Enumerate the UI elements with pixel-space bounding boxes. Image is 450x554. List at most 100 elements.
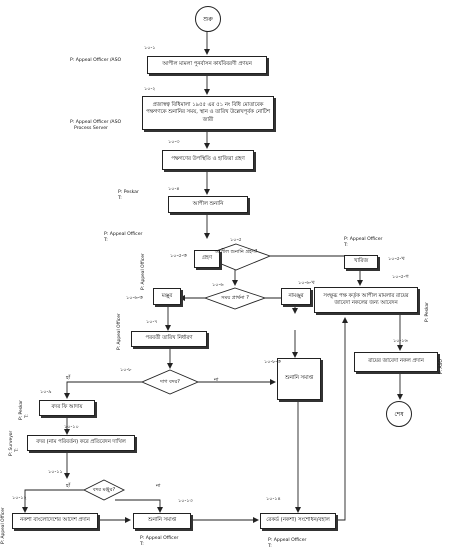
step-s12: ১০-১২ (12, 495, 27, 501)
process-b13: শুনানি সমাপ্ত (133, 513, 191, 529)
step-s5k: ১০-৫-ক (170, 253, 187, 259)
role-r5b: T: (344, 243, 348, 248)
step-s13: ১০-১৩ (178, 498, 193, 504)
role-r9b: T: (25, 414, 30, 418)
decision-d8-shape (140, 369, 200, 395)
step-s6kh: ১০-৬-খ (298, 280, 315, 286)
decision-d8-text: দাগ বদর? (160, 379, 180, 385)
step-s4: ১০-৪ (168, 186, 180, 192)
process-b8k-text: শুনানি সমাপ্ত (285, 375, 313, 382)
process-b16-text: রায়ের জাবেদা নকল প্রদান (368, 358, 424, 365)
process-b11k-text: নকশা বাংলোদেশের আদেশ প্রদান (20, 517, 90, 524)
step-s5kh: ১০-৫-খ (388, 256, 405, 262)
process-b6k-text: মঞ্জুর (161, 292, 173, 299)
process-b3: পক্ষগণের উপস্থিতি ও হাজিরা গ্রহণ (162, 150, 254, 170)
process-b1: আপীল মামলা পুনর্বাসন কার্যবিবরণী প্রণয়ন (147, 56, 267, 74)
decision-d8: দাগ বদর? (148, 379, 192, 386)
step-s5: ১০-৫ (230, 237, 242, 243)
role-r10a: P: Surveyor (9, 430, 14, 456)
decision-d6-text: সময় প্রার্থনা ? (221, 295, 249, 301)
step-s3: ১০-৩ (168, 139, 180, 145)
process-b11k: নকশা বাংলোদেশের আদেশ প্রদান (12, 513, 98, 529)
start-label: শুরু (203, 15, 213, 23)
decision-d6: সময় প্রার্থনা ? (205, 295, 265, 302)
role-r10b: T: (15, 448, 20, 452)
step-s1: ১০-১ (144, 45, 156, 51)
role-r2a: P: Appeal Officer /ASO (70, 120, 122, 125)
decision-d5: আপীল শুনানি গ্রহণ? (214, 249, 258, 256)
role-r6k: P: Appeal Officer (141, 253, 146, 290)
branch-yes-d11: হাঁ (66, 483, 71, 489)
step-s11: ১০-১১ (48, 469, 63, 475)
process-b3-text: পক্ষগণের উপস্থিতি ও হাজিরা গ্রহণ (171, 156, 245, 163)
role-r4a: P: Appeal Officer (104, 232, 143, 237)
process-b8k: শুনানি সমাপ্ত (277, 358, 321, 400)
arrow-d8-b9 (64, 381, 142, 399)
process-b6k: মঞ্জুর (153, 288, 181, 305)
arrow-d11-b13 (115, 499, 163, 513)
process-b13-text: শুনানি সমাপ্ত (148, 517, 176, 524)
process-b5g-text: সংক্ষুব্ধ পক্ষ কর্তৃক আপীল মামলার রায়ের… (323, 292, 409, 306)
arrow-b14-b5g (335, 317, 348, 521)
role-r14b: T: (268, 544, 272, 549)
decision-d6-shape (203, 287, 267, 310)
process-b2: প্রজাস্বত্ব বিধিমালা ১৯৫৫ এর ৫১ নং বিধি … (142, 96, 274, 130)
process-b2-text: প্রজাস্বত্ব বিধিমালা ১৯৫৫ এর ৫১ নং বিধি … (146, 102, 270, 123)
process-b7: পরবর্তী তারিখ নির্ধারণ (131, 331, 207, 347)
branch-yes-d8: হাঁ (66, 375, 71, 381)
step-s9: ১০-৯ (40, 389, 52, 395)
process-b4-text: আপীল শুনানি (192, 200, 224, 207)
branch-no-d11: না (156, 483, 161, 489)
role-r13b: T: (140, 542, 144, 547)
process-b1-text: আপীল মামলা পুনর্বাসন কার্যবিবরণী প্রণয়ন (162, 61, 252, 68)
process-b5kh-text: খারিজ (353, 258, 369, 265)
step-s5g: ১০-৫-গ (392, 274, 409, 280)
step-s2: ১০-২ (144, 86, 156, 92)
role-r16: P: ASO (439, 359, 444, 374)
role-r14a: P: Appeal Officer (268, 538, 307, 543)
role-r4b: T: (104, 238, 108, 243)
branch-no-d8: না (214, 377, 219, 383)
end-node: শেষ (386, 401, 412, 427)
step-s8: ১০-৮ (120, 367, 132, 373)
step-s16: ১০-১৬ (393, 338, 408, 344)
process-b4: আপীল শুনানি (168, 196, 248, 213)
step-s14: ১০-১৪ (266, 496, 281, 502)
step-s8k: ১০-৮-ক (264, 359, 281, 365)
role-r13a: P: Appeal Officer (140, 536, 179, 541)
role-r1: P: Appeal Officer /ASO (70, 58, 122, 63)
start-node: শুরু (195, 6, 221, 32)
process-b9-text: বদর ফি আদায় (51, 404, 83, 411)
process-b10-text: বদর (নাম পরিবর্তন) করে প্রতিবেদন দাখিল (36, 439, 126, 446)
role-r2b: Process Server (74, 126, 108, 131)
process-b5k-text: গ্রহণ (202, 255, 212, 262)
step-s10: ১০-১০ (64, 424, 79, 430)
decision-d11-shape (82, 479, 126, 501)
step-s6: ১০-৬ (212, 282, 224, 288)
process-b9: বদর ফি আদায় (39, 400, 95, 416)
role-r12: P: Appeal Officer (1, 507, 6, 544)
role-r15: P: Peskar (425, 302, 430, 322)
process-b5g: সংক্ষুব্ধ পক্ষ কর্তৃক আপীল মামলার রায়ের… (314, 287, 418, 313)
process-b16: রায়ের জাবেদা নকল প্রদান (354, 352, 438, 372)
process-b5kh: খারিজ (344, 255, 378, 269)
arrow-d11-b11k (22, 489, 93, 513)
role-r3a: P: Peskar (118, 190, 139, 195)
decision-d5-text: আপীল শুনানি গ্রহণ? (214, 249, 258, 255)
end-label: শেষ (394, 410, 404, 418)
role-r7: P: Appeal Officer (117, 313, 122, 350)
process-b6kh-text: নামঞ্জুর (288, 292, 304, 299)
process-b6kh: নামঞ্জুর (281, 288, 311, 305)
role-r5a: P: Appeal Officer (344, 237, 383, 242)
process-b7-text: পরবর্তী তারিখ নির্ধারণ (145, 335, 193, 342)
process-b14-text: রেকর্ড (নকশা) সংশোধন/বহাল (266, 517, 330, 524)
role-r3b: T: (118, 196, 122, 201)
step-s7: ১০-৭ (146, 319, 158, 325)
decision-d11-text: বদর মঞ্জুর? (92, 487, 116, 493)
process-b10: বদর (নাম পরিবর্তন) করে প্রতিবেদন দাখিল (27, 435, 135, 451)
step-s6k: ১০-৬-ক (126, 295, 143, 301)
process-b5k: গ্রহণ (194, 250, 220, 268)
decision-d11: বদর মঞ্জুর? (84, 487, 124, 494)
process-b14: রেকর্ড (নকশা) সংশোধন/বহাল (260, 513, 336, 529)
